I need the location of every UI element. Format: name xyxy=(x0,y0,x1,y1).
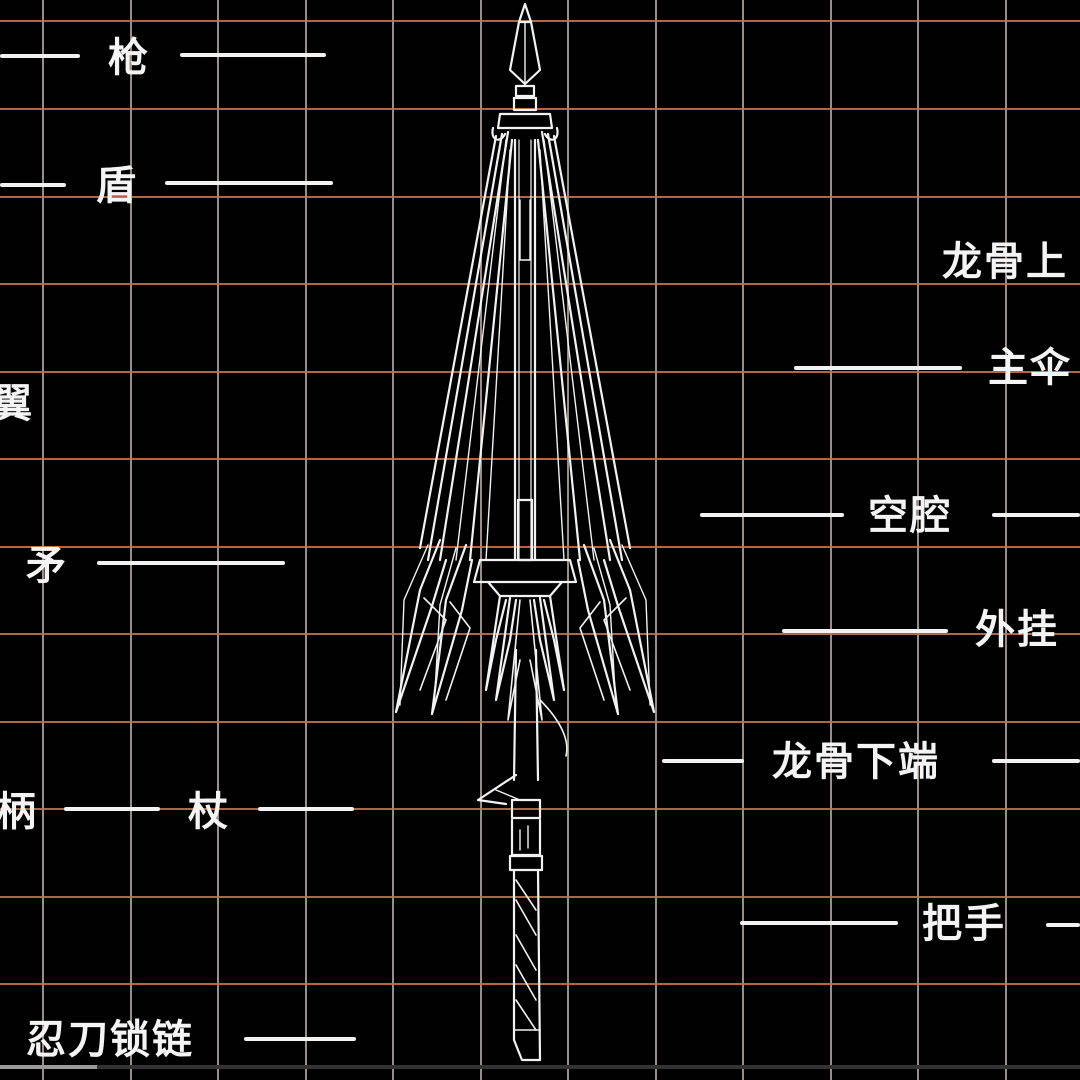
leader-line xyxy=(0,183,66,187)
grid-line-vertical xyxy=(480,0,482,1080)
playback-progress-track[interactable] xyxy=(0,1065,1080,1069)
label-longgu-bottom: 龙骨下端 xyxy=(772,738,940,785)
leader-line xyxy=(244,1037,356,1041)
grid-line-horizontal xyxy=(0,721,1080,723)
label-kongqiang: 空腔 xyxy=(868,492,952,539)
grid-line-horizontal xyxy=(0,371,1080,373)
leader-line xyxy=(165,181,333,185)
grid-line-vertical xyxy=(392,0,394,1080)
leader-line xyxy=(97,561,285,565)
leader-line xyxy=(258,807,354,811)
leader-line xyxy=(700,513,844,517)
leader-line xyxy=(782,629,948,633)
grid-line-vertical xyxy=(567,0,569,1080)
leader-line xyxy=(992,513,1080,517)
leader-line xyxy=(1046,923,1080,927)
grid-line-vertical xyxy=(655,0,657,1080)
grid-line-vertical xyxy=(217,0,219,1080)
grid-line-horizontal xyxy=(0,196,1080,198)
grid-line-horizontal xyxy=(0,896,1080,898)
label-longgu-top: 龙骨上 xyxy=(942,238,1068,285)
leader-line xyxy=(0,54,80,58)
grid-line-vertical xyxy=(130,0,132,1080)
leader-line xyxy=(180,53,326,57)
grid-line-vertical xyxy=(42,0,44,1080)
label-rendao-chain: 忍刀锁链 xyxy=(26,1016,194,1063)
grid-line-horizontal xyxy=(0,20,1080,22)
grid-line-horizontal xyxy=(0,546,1080,548)
grid-line-vertical xyxy=(830,0,832,1080)
grid-line-horizontal xyxy=(0,458,1080,460)
label-zhusan: 主伞 xyxy=(988,344,1072,391)
grid-line-vertical xyxy=(305,0,307,1080)
label-qiang: 枪 xyxy=(108,34,150,81)
label-zhang: 杖 xyxy=(188,788,230,835)
grid-line-vertical xyxy=(917,0,919,1080)
leader-line xyxy=(64,807,160,811)
label-dun: 盾 xyxy=(96,162,138,209)
leader-line xyxy=(992,759,1080,763)
leader-line xyxy=(794,366,962,370)
playback-progress-fill xyxy=(0,1065,98,1069)
leader-line xyxy=(740,921,898,925)
leader-line xyxy=(662,759,744,763)
label-yi: 翼 xyxy=(0,380,34,427)
label-waigua: 外挂 xyxy=(975,606,1059,653)
label-mao: 矛 xyxy=(26,542,68,589)
grid-line-vertical xyxy=(1005,0,1007,1080)
grid-line-horizontal xyxy=(0,283,1080,285)
grid-line-vertical xyxy=(742,0,744,1080)
grid-line-horizontal xyxy=(0,108,1080,110)
label-bing: 柄 xyxy=(0,788,38,835)
label-bashou: 把手 xyxy=(922,900,1006,947)
